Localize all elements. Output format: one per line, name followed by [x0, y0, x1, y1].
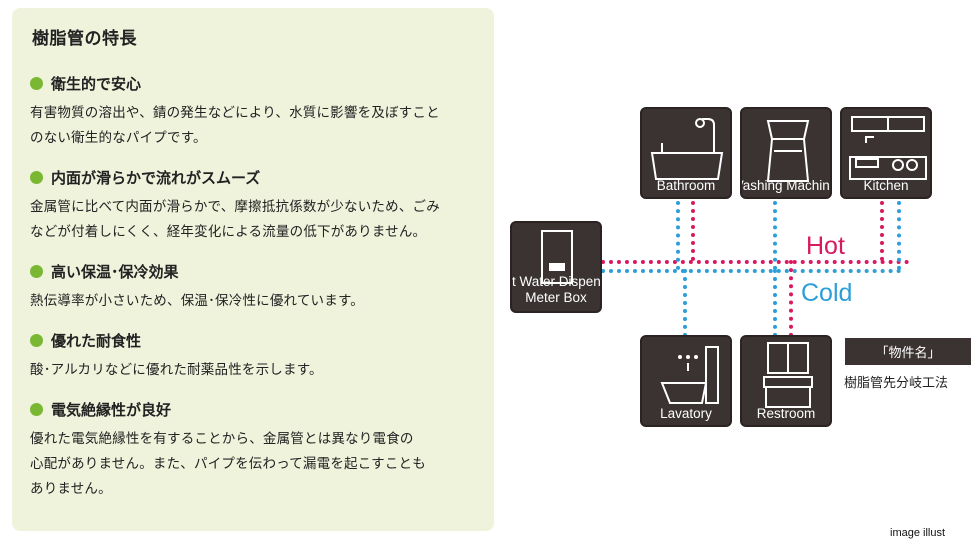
image-illust-note: image illust	[890, 527, 946, 539]
lavatory-label: Lavatory	[660, 406, 712, 421]
meter-box: ot Water Dispens Meter Box	[510, 221, 602, 313]
hot-branch-restroom	[789, 260, 793, 337]
property-name-tag: 「物件名」	[845, 338, 971, 365]
cold-branch-kitchen	[897, 201, 901, 270]
green-bullet-icon	[30, 77, 43, 90]
hot-legend-label: Hot	[806, 232, 845, 260]
cold-water-main-line	[601, 269, 901, 273]
feature-heading: 電気絶縁性が良好	[51, 401, 172, 419]
kitchen-sink-icon	[849, 116, 927, 180]
method-label: 樹脂管先分岐工法	[844, 376, 949, 391]
meter-box-label: ot Water Dispens	[511, 274, 601, 289]
cold-branch-restroom	[773, 269, 777, 337]
feature-description: 熱伝導率が小さいため、保温･保冷性に優れています。	[30, 289, 476, 314]
meter-box-icon	[541, 230, 573, 284]
toilet-icon	[660, 346, 719, 404]
feature-item: 優れた耐食性 酸･アルカリなどに優れた耐薬品性を示します。	[30, 330, 476, 383]
feature-description: 酸･アルカリなどに優れた耐薬品性を示します。	[30, 358, 476, 383]
cold-branch-lavatory	[683, 269, 687, 337]
cold-branch-washing	[773, 201, 777, 270]
feature-line: 有害物質の溶出や、錆の発生などにより、水質に影響を及ぼすこと	[30, 105, 440, 121]
feature-line: 金属管に比べて内面が滑らかで、摩擦抵抗係数が少ないため、ごみ	[30, 199, 440, 215]
green-bullet-icon	[30, 265, 43, 278]
restroom-fixture: Restroom	[740, 335, 832, 427]
cold-legend-label: Cold	[801, 279, 853, 307]
hot-water-main-line	[601, 260, 909, 264]
feature-heading: 高い保温･保冷効果	[51, 263, 179, 281]
feature-heading: 優れた耐食性	[51, 332, 142, 350]
vanity-sink-icon	[763, 342, 813, 408]
panel-title: 樹脂管の特長	[32, 29, 137, 49]
feature-item: 高い保温･保冷効果 熱伝導率が小さいため、保温･保冷性に優れています。	[30, 261, 476, 314]
green-bullet-icon	[30, 403, 43, 416]
feature-line: 熱伝導率が小さいため、保温･保冷性に優れています。	[30, 293, 364, 309]
feature-line: ありません。	[30, 481, 112, 497]
feature-line: 優れた電気絶縁性を有することから、金属管とは異なり電食の	[30, 431, 414, 447]
feature-description: 金属管に比べて内面が滑らかで、摩擦抵抗係数が少ないため、ごみ などが付着しにくく…	[30, 195, 476, 245]
feature-item: 電気絶縁性が良好 優れた電気絶縁性を有することから、金属管とは異なり電食の 心配…	[30, 399, 476, 502]
feature-line: 心配がありません。また、パイプを伝わって漏電を起こすことも	[30, 456, 426, 472]
feature-item: 衛生的で安心 有害物質の溶出や、錆の発生などにより、水質に影響を及ぼすこと のな…	[30, 73, 476, 151]
washing-machine-icon	[766, 120, 810, 182]
feature-line: 酸･アルカリなどに優れた耐薬品性を示します。	[30, 362, 323, 378]
green-bullet-icon	[30, 334, 43, 347]
feature-description: 有害物質の溶出や、錆の発生などにより、水質に影響を及ぼすこと のない衛生的なパイ…	[30, 101, 476, 151]
washing-machine-fixture: Vashing Machine	[740, 107, 832, 199]
green-bullet-icon	[30, 171, 43, 184]
kitchen-label: Kitchen	[863, 178, 909, 193]
feature-heading: 衛生的で安心	[51, 75, 142, 93]
piping-diagram: ot Water Dispens Meter Box Bathroom Vash…	[505, 95, 975, 445]
feature-item: 内面が滑らかで流れがスムーズ 金属管に比べて内面が滑らかで、摩擦抵抗係数が少ない…	[30, 167, 476, 245]
kitchen-fixture: Kitchen	[840, 107, 932, 199]
hot-branch-bathroom	[691, 201, 695, 261]
meter-box-label: Meter Box	[525, 290, 587, 305]
feature-line: のない衛生的なパイプです。	[30, 130, 207, 146]
restroom-label: Restroom	[756, 406, 816, 421]
bathtub-icon	[650, 118, 724, 180]
washing-machine-label: Vashing Machine	[742, 178, 830, 193]
features-panel: 樹脂管の特長 衛生的で安心 有害物質の溶出や、錆の発生などにより、水質に影響を及…	[12, 8, 494, 531]
feature-description: 優れた電気絶縁性を有することから、金属管とは異なり電食の 心配がありません。また…	[30, 427, 476, 502]
feature-line: などが付着しにくく、経年変化による流量の低下がありません。	[30, 224, 427, 240]
hot-branch-kitchen	[880, 201, 884, 261]
bathroom-label: Bathroom	[656, 178, 716, 193]
bathroom-fixture: Bathroom	[640, 107, 732, 199]
feature-heading: 内面が滑らかで流れがスムーズ	[51, 169, 261, 187]
cold-branch-bathroom	[676, 201, 680, 270]
lavatory-fixture: Lavatory	[640, 335, 732, 427]
